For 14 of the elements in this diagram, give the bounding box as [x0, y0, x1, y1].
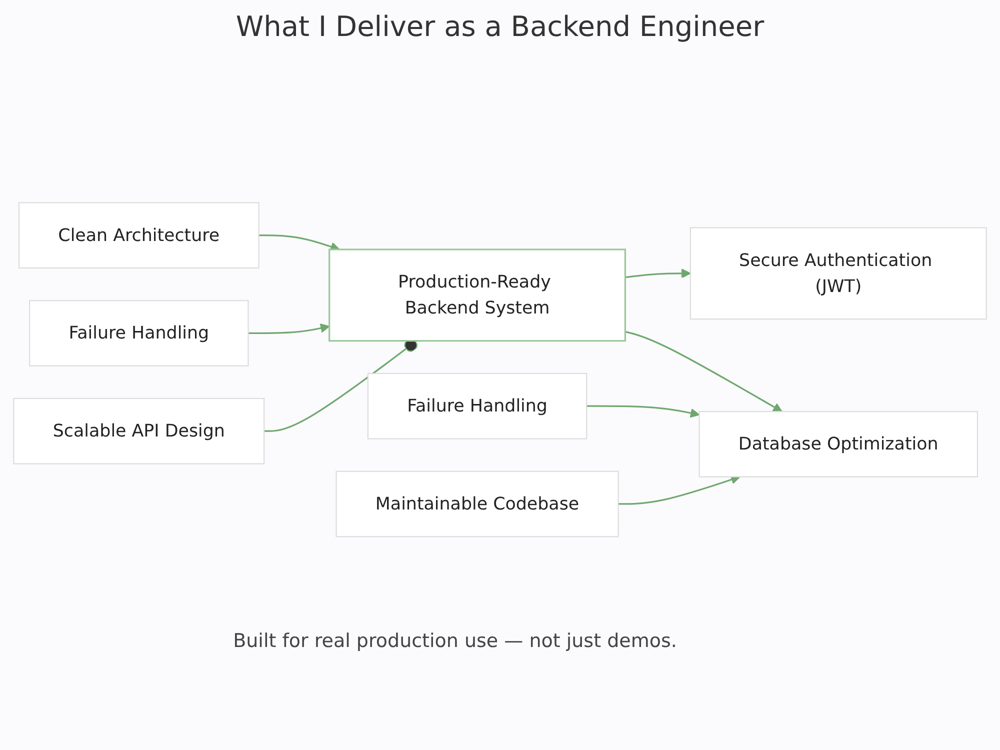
node-box: Production-Ready Backend System [328, 249, 626, 342]
node-box: Database Optimization [698, 411, 978, 478]
arrow [248, 324, 330, 334]
node-box: Scalable API Design [13, 398, 265, 465]
node-box: Clean Architecture [18, 202, 260, 269]
node-box: Failure Handling [29, 300, 249, 367]
arrow [624, 331, 782, 412]
arrow [586, 406, 700, 418]
node-box: Failure Handling [367, 373, 588, 440]
node-box: Secure Authentication (JWT) [690, 228, 987, 320]
title: What I Deliver as a Backend Engineer [234, 10, 766, 43]
node-box: Maintainable Codebase [336, 471, 619, 538]
arrow [625, 268, 691, 279]
caption: Built for real production use — not just demos. [232, 630, 678, 652]
